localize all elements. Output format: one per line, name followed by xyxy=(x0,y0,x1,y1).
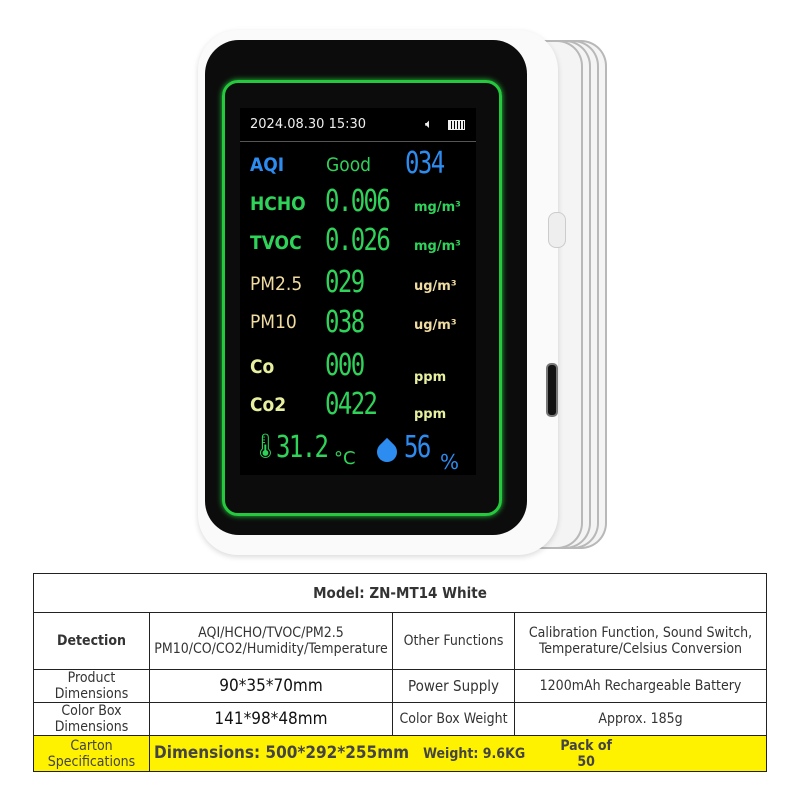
display-screen xyxy=(240,108,476,475)
pm25-unit: ug/m³ xyxy=(414,279,457,294)
hcho-value: 0.006 xyxy=(325,184,391,219)
detection-line-1: AQI/HCHO/TVOC/PM2.5 xyxy=(198,625,344,641)
thermometer-icon: 🌡︎ xyxy=(250,432,281,460)
power-button xyxy=(548,212,566,248)
product-dim-value: 90*35*70mm xyxy=(149,669,393,703)
box-dim-value: 141*98*48mm xyxy=(149,702,393,736)
aqi-status: Good xyxy=(326,154,372,176)
other-functions-label: Other Functions xyxy=(392,612,515,670)
carton-dimensions: Dimensions: 500*292*255mm xyxy=(154,742,410,763)
other-functions-value: Calibration Function, Sound Switch, Temp… xyxy=(514,612,767,670)
humidity-value: 56 xyxy=(404,430,431,465)
temperature-unit: °C xyxy=(334,448,356,469)
tvoc-unit: mg/m³ xyxy=(414,239,461,254)
box-dim-label: Color Box Dimensions xyxy=(33,702,150,736)
co-unit: ppm xyxy=(414,370,447,385)
datetime: 2024.08.30 15:30 xyxy=(250,117,367,132)
box-weight-label: Color Box Weight xyxy=(392,702,515,736)
aqi-value: 034 xyxy=(405,146,445,181)
co2-value: 0422 xyxy=(325,387,378,422)
co2-unit: ppm xyxy=(414,407,447,422)
aqi-label: AQI xyxy=(250,154,285,176)
pm25-value: 029 xyxy=(325,265,365,300)
pm10-label: PM10 xyxy=(250,311,297,333)
pm10-value: 038 xyxy=(325,305,365,340)
pm25-label: PM2.5 xyxy=(250,273,303,295)
detection-line-2: PM10/CO/CO2/Humidity/Temperature xyxy=(154,641,388,657)
temperature-value: 31.2 xyxy=(276,430,329,465)
model-title: Model: ZN-MT14 White xyxy=(33,573,767,613)
spec-table: Model: ZN-MT14 White Detection AQI/HCHO/… xyxy=(33,573,767,772)
pm10-unit: ug/m³ xyxy=(414,318,457,333)
tvoc-value: 0.026 xyxy=(325,223,391,258)
detection-label: Detection xyxy=(33,612,150,670)
power-label: Power Supply xyxy=(392,669,515,703)
header-divider xyxy=(240,141,476,142)
battery-icon xyxy=(448,120,465,130)
hcho-unit: mg/m³ xyxy=(414,200,461,215)
co2-label: Co2 xyxy=(250,394,287,416)
power-value: 1200mAh Rechargeable Battery xyxy=(514,669,767,703)
tvoc-label: TVOC xyxy=(250,232,302,254)
green-glow-frame xyxy=(222,80,502,516)
humidity-unit: % xyxy=(440,450,460,474)
usb-c-port xyxy=(546,363,558,417)
co-label: Co xyxy=(250,356,275,378)
product-dim-label: Product Dimensions xyxy=(33,669,150,703)
carton-value: Dimensions: 500*292*255mm Weight: 9.6KG … xyxy=(149,735,767,772)
carton-weight: Weight: 9.6KG xyxy=(423,745,526,762)
carton-label: Carton Specifications xyxy=(33,735,150,772)
speaker-icon: 🔈︎ xyxy=(425,117,433,132)
carton-pack: Pack of 50 xyxy=(560,737,613,770)
hcho-label: HCHO xyxy=(250,193,306,215)
co-value: 000 xyxy=(325,348,365,383)
box-weight-value: Approx. 185g xyxy=(514,702,767,736)
